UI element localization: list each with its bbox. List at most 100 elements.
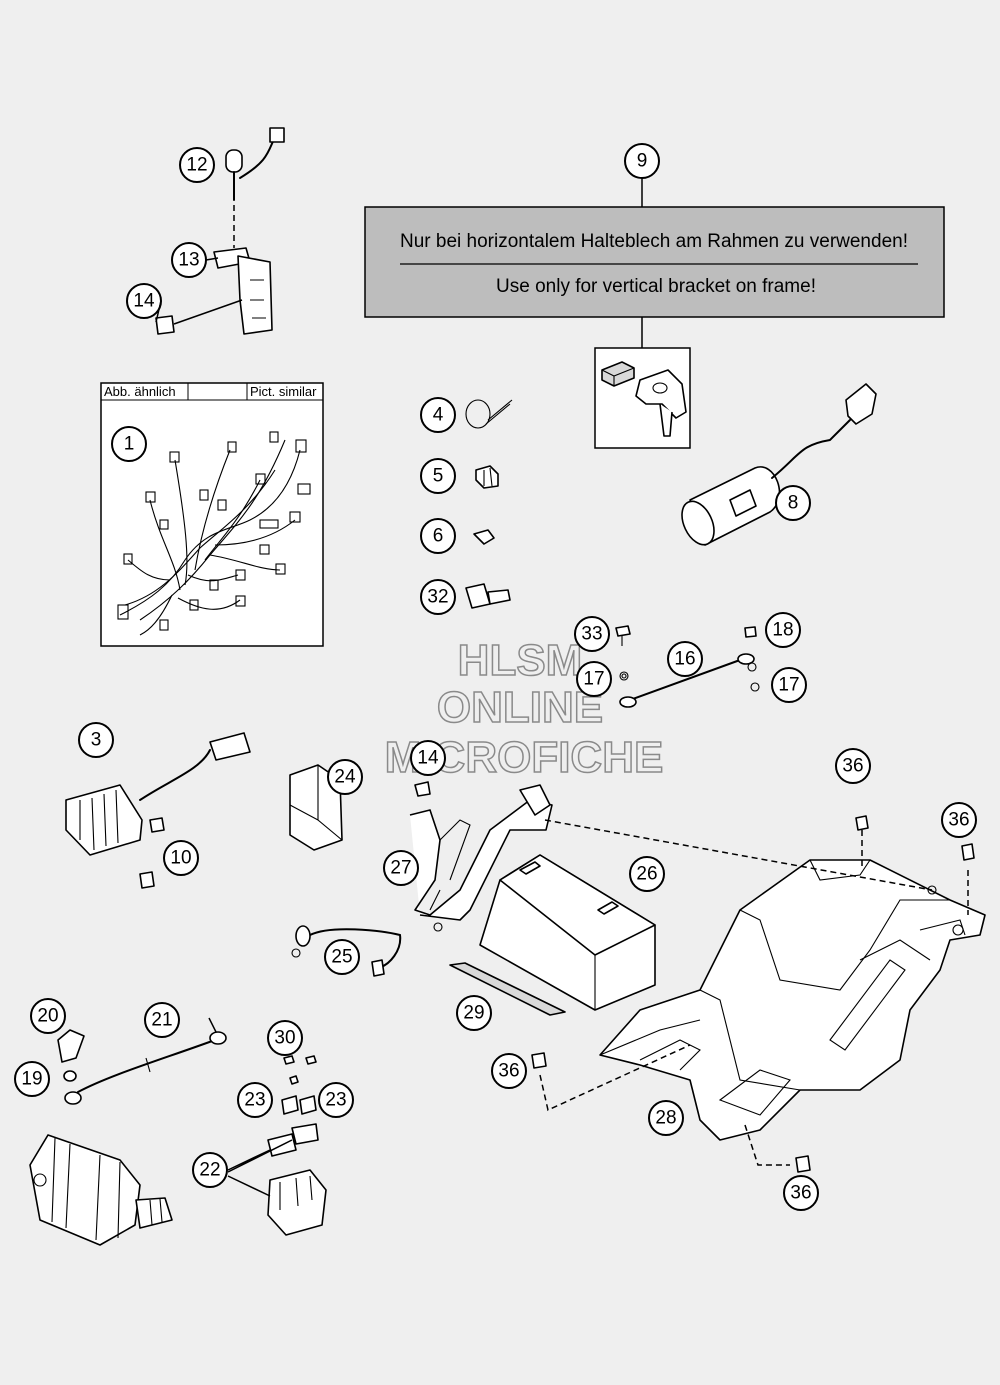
battery-tray-part bbox=[599, 859, 986, 1141]
callout-21: 21 bbox=[144, 1002, 180, 1038]
svg-text:19: 19 bbox=[21, 1069, 42, 1090]
svg-text:22: 22 bbox=[199, 1160, 220, 1181]
callout-36-d: 36 bbox=[783, 1175, 819, 1211]
capacitor-part bbox=[681, 383, 877, 546]
assembly-dashed-lines bbox=[539, 819, 969, 1166]
svg-text:17: 17 bbox=[583, 669, 604, 690]
callout-10: 10 bbox=[163, 840, 199, 876]
callout-14-top: 14 bbox=[126, 283, 162, 319]
callout-17-right: 17 bbox=[771, 667, 807, 703]
svg-text:33: 33 bbox=[581, 624, 602, 645]
callout-4: 4 bbox=[420, 397, 456, 433]
battery-pad-part bbox=[449, 962, 566, 1016]
battery-holder-part bbox=[409, 781, 553, 932]
svg-text:12: 12 bbox=[186, 155, 207, 176]
svg-text:10: 10 bbox=[170, 848, 191, 869]
svg-text:36: 36 bbox=[790, 1183, 811, 1204]
svg-text:18: 18 bbox=[772, 620, 793, 641]
callout-36-c: 36 bbox=[491, 1053, 527, 1089]
callout-23-left: 23 bbox=[237, 1082, 273, 1118]
callout-6: 6 bbox=[420, 518, 456, 554]
cable-tie-part bbox=[465, 399, 513, 429]
svg-text:14: 14 bbox=[417, 748, 439, 769]
ground-cable-group bbox=[615, 625, 760, 708]
callout-8: 8 bbox=[775, 485, 811, 521]
starter-cable-group bbox=[57, 1029, 227, 1105]
svg-text:14: 14 bbox=[133, 291, 155, 312]
battery-part bbox=[479, 854, 656, 1011]
callout-36-b: 36 bbox=[941, 802, 977, 838]
svg-text:36: 36 bbox=[842, 756, 863, 777]
callout-23-right: 23 bbox=[318, 1082, 354, 1118]
svg-text:4: 4 bbox=[433, 405, 444, 426]
callout-17-left: 17 bbox=[576, 661, 612, 697]
callout-12: 12 bbox=[179, 147, 215, 183]
callout-18: 18 bbox=[765, 612, 801, 648]
svg-text:23: 23 bbox=[244, 1090, 265, 1111]
wiring-harness-drawing bbox=[117, 431, 311, 636]
svg-text:9: 9 bbox=[637, 151, 648, 172]
harness-label-left: Abb. ähnlich bbox=[104, 384, 176, 399]
watermark-line2: ONLINE bbox=[437, 683, 603, 732]
svg-text:29: 29 bbox=[463, 1003, 484, 1024]
svg-text:16: 16 bbox=[674, 649, 695, 670]
svg-text:28: 28 bbox=[655, 1108, 676, 1129]
svg-text:5: 5 bbox=[433, 466, 444, 487]
callout-3: 3 bbox=[78, 722, 114, 758]
svg-text:8: 8 bbox=[788, 493, 799, 514]
bracket-detail-box bbox=[594, 347, 691, 449]
svg-text:36: 36 bbox=[498, 1061, 519, 1082]
callout-22: 22 bbox=[192, 1152, 228, 1188]
callout-19: 19 bbox=[14, 1061, 50, 1097]
notice-german: Nur bei horizontalem Halteblech am Rahme… bbox=[400, 231, 908, 252]
leader-lines bbox=[155, 257, 219, 1033]
wiring-harness-box: Abb. ähnlich Pict. similar bbox=[100, 382, 324, 647]
notice-english: Use only for vertical bracket on frame! bbox=[496, 276, 816, 297]
callout-36-a: 36 bbox=[835, 748, 871, 784]
svg-text:1: 1 bbox=[124, 434, 135, 455]
svg-text:17: 17 bbox=[778, 675, 799, 696]
svg-text:25: 25 bbox=[331, 947, 352, 968]
svg-text:30: 30 bbox=[274, 1028, 295, 1049]
battery-cable-part bbox=[291, 925, 402, 977]
cable-switch-assembly bbox=[155, 127, 285, 335]
relay-box-part bbox=[289, 764, 343, 851]
callout-33: 33 bbox=[574, 616, 610, 652]
svg-text:24: 24 bbox=[334, 767, 356, 788]
svg-text:6: 6 bbox=[433, 526, 444, 547]
harness-label-right: Pict. similar bbox=[250, 384, 317, 399]
svg-text:21: 21 bbox=[151, 1010, 172, 1031]
callout-27: 27 bbox=[383, 850, 419, 886]
watermark-line1: HLSM bbox=[458, 636, 583, 685]
callout-5: 5 bbox=[420, 458, 456, 494]
callout-30: 30 bbox=[267, 1020, 303, 1056]
regulator-part bbox=[65, 732, 251, 889]
fuse-relay-group bbox=[227, 1055, 327, 1236]
callout-14-mid: 14 bbox=[410, 740, 446, 776]
clip-part bbox=[475, 465, 499, 489]
callout-28: 28 bbox=[648, 1100, 684, 1136]
holder-part bbox=[473, 529, 495, 545]
callout-1: 1 bbox=[111, 426, 147, 462]
svg-text:23: 23 bbox=[325, 1090, 346, 1111]
callout-13: 13 bbox=[171, 242, 207, 278]
svg-text:36: 36 bbox=[948, 810, 969, 831]
notice-box: Nur bei horizontalem Halteblech am Rahme… bbox=[364, 178, 945, 348]
svg-text:3: 3 bbox=[91, 730, 102, 751]
connector-part bbox=[465, 583, 511, 609]
svg-text:27: 27 bbox=[390, 858, 411, 879]
callout-16: 16 bbox=[667, 641, 703, 677]
callout-20: 20 bbox=[30, 998, 66, 1034]
svg-text:13: 13 bbox=[178, 250, 199, 271]
callout-29: 29 bbox=[456, 995, 492, 1031]
callout-26: 26 bbox=[629, 856, 665, 892]
svg-text:20: 20 bbox=[37, 1006, 58, 1027]
callout-25: 25 bbox=[324, 939, 360, 975]
starter-motor bbox=[29, 1134, 173, 1246]
svg-text:26: 26 bbox=[636, 864, 657, 885]
screw-parts bbox=[531, 815, 975, 1173]
svg-text:32: 32 bbox=[427, 587, 448, 608]
callout-32: 32 bbox=[420, 579, 456, 615]
callout-9: 9 bbox=[624, 143, 660, 179]
